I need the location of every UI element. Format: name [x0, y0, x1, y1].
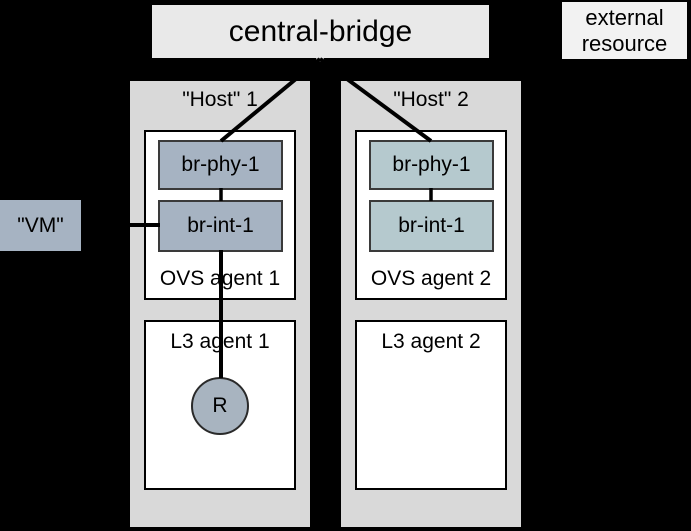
host1-br-phy-label: br-phy-1 [181, 153, 260, 176]
host1-br-phy-node: br-phy-1 [158, 140, 283, 190]
ovs-agent-1-label: OVS agent 1 [159, 267, 281, 290]
router-label: R [212, 394, 228, 417]
central-bridge-node: central-bridge [152, 5, 489, 58]
host-2-container: "Host" 2 br-phy-1 br-int-1 OVS agent 2 L… [341, 81, 521, 527]
host-2-title: "Host" 2 [393, 88, 469, 111]
central-bridge-anchor [316, 58, 324, 62]
host1-br-int-node: br-int-1 [158, 200, 283, 252]
vm-label: "VM" [17, 213, 64, 237]
host2-br-phy-node: br-phy-1 [369, 140, 494, 190]
l3-agent-2-label: L3 agent 2 [381, 330, 481, 353]
host2-br-int-label: br-int-1 [398, 214, 465, 237]
host1-br-int-label: br-int-1 [187, 214, 254, 237]
ovs-agent-1-box: br-phy-1 br-int-1 OVS agent 1 [144, 130, 296, 300]
central-bridge-label: central-bridge [228, 14, 413, 48]
ovs-agent-2-label: OVS agent 2 [370, 267, 492, 290]
host2-br-int-node: br-int-1 [369, 200, 494, 252]
host2-br-phy-label: br-phy-1 [392, 153, 471, 176]
vm-node: "VM" [0, 200, 81, 251]
host-1-title: "Host" 1 [182, 88, 258, 111]
external-resource-label-line2: resource [581, 30, 668, 56]
l3-agent-1-box: L3 agent 1 R [144, 320, 296, 490]
l3-agent-2-box: L3 agent 2 [355, 320, 507, 490]
external-resource-label-line1: external [585, 4, 664, 30]
router-node: R [191, 377, 249, 435]
host-1-container: "Host" 1 br-phy-1 br-int-1 OVS agent 1 L… [130, 81, 310, 527]
external-resource-node: external resource [562, 2, 687, 59]
ovs-agent-2-box: br-phy-1 br-int-1 OVS agent 2 [355, 130, 507, 300]
l3-agent-1-label: L3 agent 1 [170, 330, 270, 353]
